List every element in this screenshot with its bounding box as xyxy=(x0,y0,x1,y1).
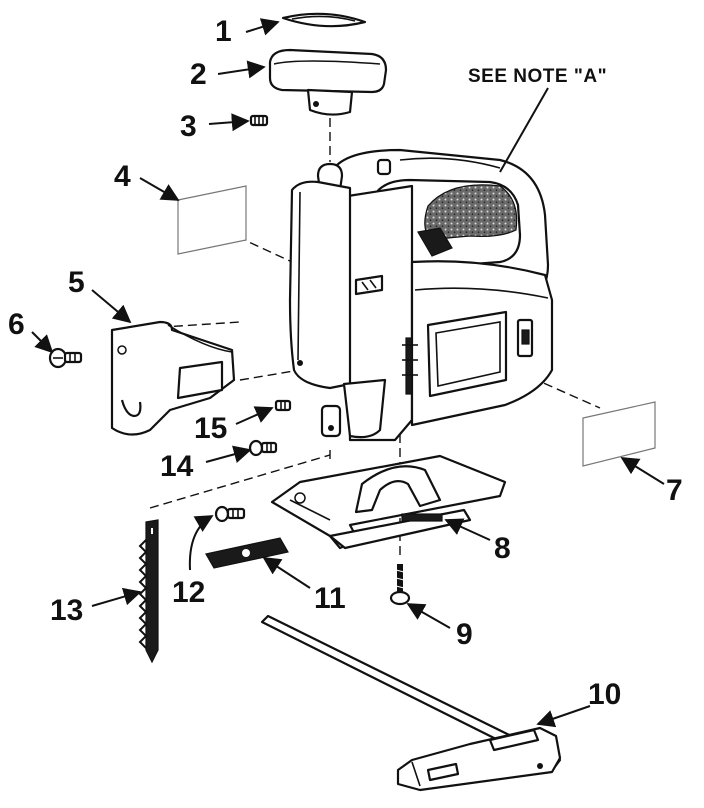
part-6-lens xyxy=(281,12,367,28)
callout-14: 14 xyxy=(160,450,194,483)
part-8-base-shoe xyxy=(270,454,507,550)
callout-1: 6 xyxy=(8,308,25,341)
callout-15: 15 xyxy=(194,412,227,445)
callout-9: 9 xyxy=(456,618,473,651)
part-12-screw xyxy=(214,505,246,523)
part-15-screw xyxy=(274,399,292,412)
part-3-label-sheet xyxy=(177,185,247,255)
part-14-screw xyxy=(248,439,278,457)
callout-11: 11 xyxy=(314,582,346,615)
vent-slots xyxy=(402,337,418,395)
see-note-a: SEE NOTE "A" xyxy=(468,66,607,87)
callout-4: 3 xyxy=(180,110,197,143)
jigsaw-body xyxy=(288,148,554,442)
callout-7: 7 xyxy=(666,474,683,507)
part-5-knob xyxy=(268,48,388,116)
callout-6: 1 xyxy=(215,15,232,48)
callout-5: 2 xyxy=(190,58,207,91)
part-7-label-sheet xyxy=(582,401,656,467)
callout-10: 10 xyxy=(588,678,621,711)
part-4-screw xyxy=(249,114,269,127)
leader-lines xyxy=(31,18,665,728)
part-2-blade-guard xyxy=(110,320,236,436)
callout-labels: 1 2 3 4 5 6 15 14 7 8 12 11 13 9 10 xyxy=(8,15,683,711)
part-10-rip-fence xyxy=(260,614,562,792)
callout-3: 4 xyxy=(114,160,131,193)
callout-13: 13 xyxy=(50,594,83,627)
callout-12: 12 xyxy=(172,576,205,609)
callout-8: 8 xyxy=(494,532,511,565)
note-group: SEE NOTE "A" xyxy=(468,66,607,87)
part-13-saw-blade xyxy=(138,519,159,664)
callout-2: 5 xyxy=(68,266,85,299)
part-1-screw xyxy=(48,347,83,369)
part-9-screw xyxy=(389,564,411,606)
part-11-clamp-plate xyxy=(205,537,289,569)
